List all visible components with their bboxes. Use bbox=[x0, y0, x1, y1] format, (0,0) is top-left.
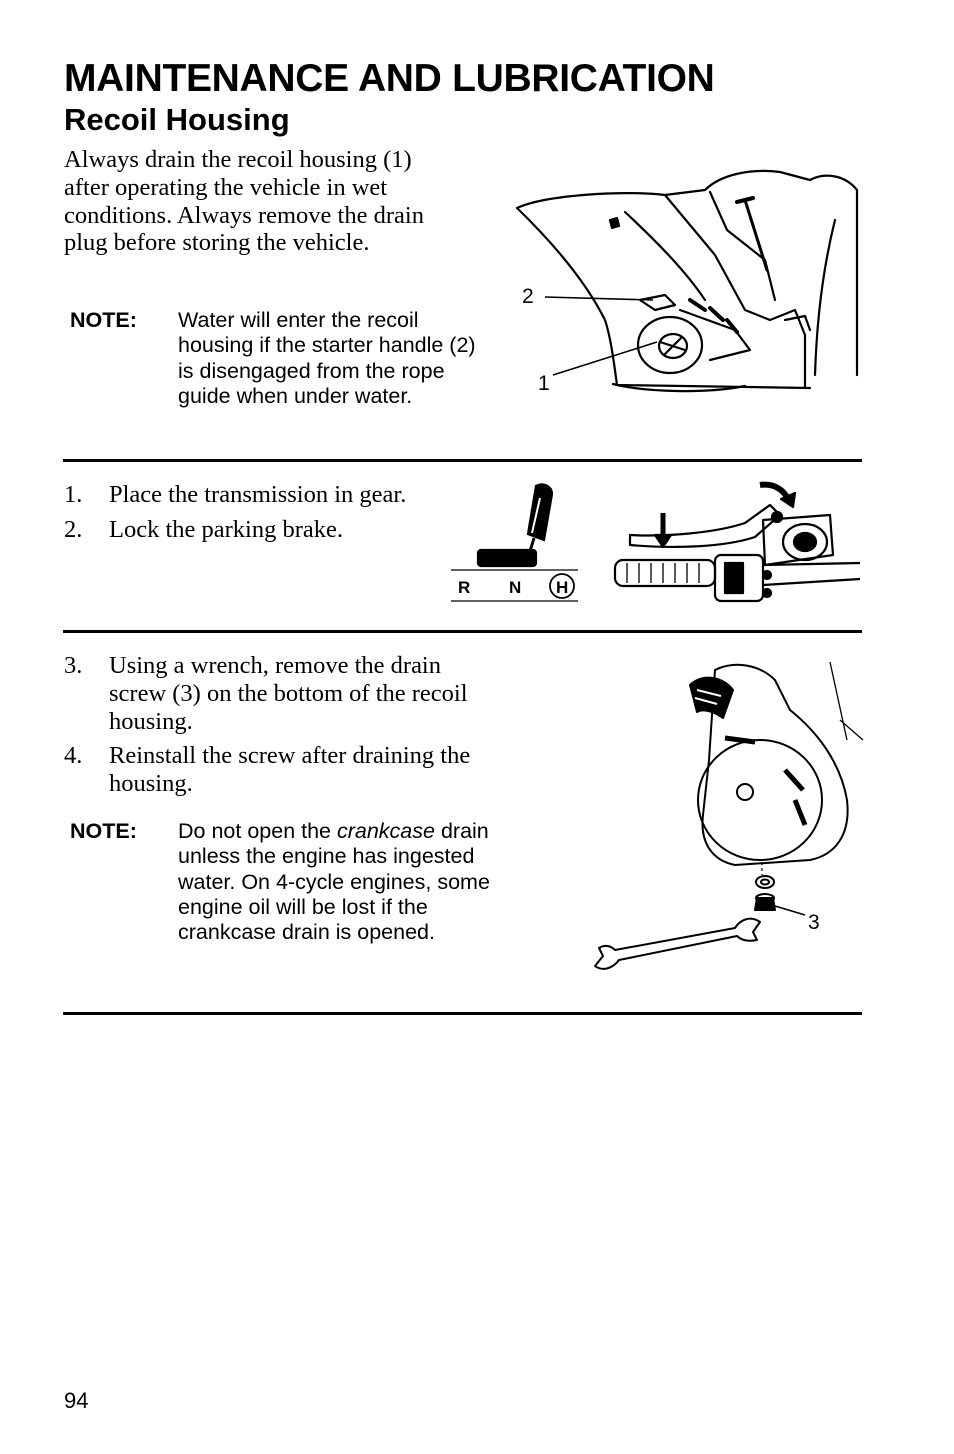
page-title: MAINTENANCE AND LUBRICATION bbox=[64, 57, 715, 100]
note-text: Water will enter the recoil housing if t… bbox=[178, 308, 476, 408]
parking-brake-figure bbox=[613, 481, 861, 603]
steps-list-a: 1.Place the transmission in gear. 2.Lock… bbox=[64, 481, 414, 551]
callout-3: 3 bbox=[808, 911, 820, 934]
note-text: Do not open the crankcase drain unless t… bbox=[178, 819, 490, 945]
steps-list-b: 3.Using a wrench, remove the drain screw… bbox=[64, 652, 494, 805]
section-title: Recoil Housing bbox=[64, 102, 290, 137]
list-item: 4.Reinstall the screw after draining the… bbox=[64, 742, 471, 798]
gear-label-n: N bbox=[509, 578, 521, 597]
section-divider bbox=[63, 1012, 862, 1015]
callout-2: 2 bbox=[522, 285, 534, 308]
note-crankcase: NOTE: Do not open the crankcase drain un… bbox=[70, 819, 500, 979]
note-label: NOTE: bbox=[70, 308, 137, 332]
section-divider bbox=[63, 459, 862, 462]
list-item: 1.Place the transmission in gear. bbox=[64, 481, 407, 508]
list-item: 2.Lock the parking brake. bbox=[64, 515, 344, 543]
section-divider bbox=[63, 630, 862, 633]
callout-1: 1 bbox=[538, 372, 550, 395]
drain-screw-figure: 3 bbox=[594, 661, 864, 970]
list-item: 3.Using a wrench, remove the drain screw… bbox=[64, 652, 468, 735]
recoil-housing-figure: 2 1 bbox=[515, 169, 859, 395]
page-number: 94 bbox=[64, 1388, 89, 1413]
gear-label-h: H bbox=[556, 578, 568, 597]
gear-selector-figure: R N H bbox=[451, 483, 578, 602]
intro-paragraph: Always drain the recoil housing (1) afte… bbox=[64, 146, 424, 257]
note-water-entry: NOTE: Water will enter the recoil housin… bbox=[70, 308, 480, 438]
gear-label-r: R bbox=[458, 578, 470, 597]
note-label: NOTE: bbox=[70, 819, 137, 843]
